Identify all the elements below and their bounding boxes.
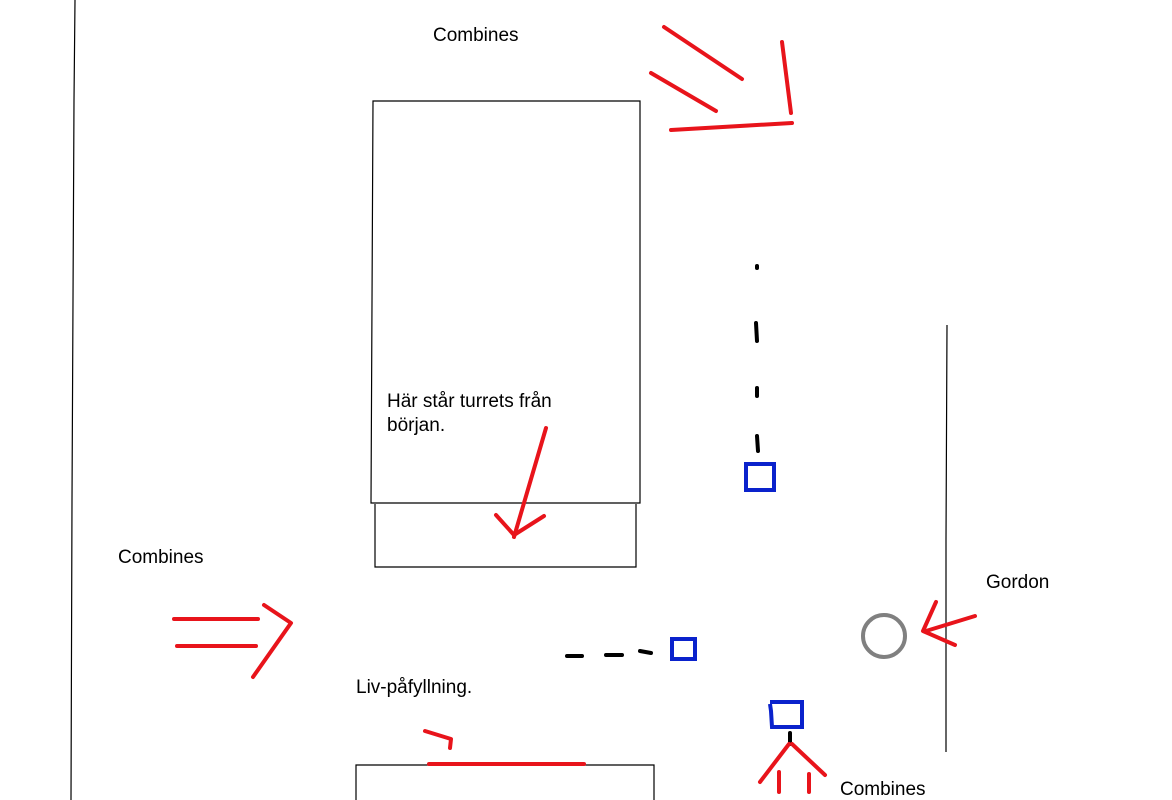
arrow-bottom-combines: [758, 742, 827, 794]
combines-left-label: Combines: [118, 547, 204, 568]
gordon-marker: [861, 613, 907, 659]
walls: [70, 0, 948, 800]
turret-square-middle: [670, 637, 697, 661]
refill-building: [355, 764, 655, 800]
vertical-dashed-path-3: [755, 434, 760, 453]
turret-paths: [565, 264, 792, 746]
turrets-start-label-line1: Här står turrets från: [387, 391, 552, 412]
refill-label: Liv-påfyllning.: [356, 677, 472, 698]
horizontal-dashed-path-3: [638, 649, 653, 655]
combines-bottom-label: Combines: [840, 779, 926, 800]
left-wall-line: [70, 0, 76, 800]
arrow-gordon: [921, 600, 977, 647]
arrow-refill: [423, 729, 586, 766]
vertical-dashed-path-1: [754, 321, 759, 343]
turrets: [670, 462, 804, 729]
turret-square-lower: [768, 700, 804, 729]
combines-top-label: Combines: [433, 25, 519, 46]
turret-square-upper: [744, 462, 776, 492]
arrow-left-combines: [172, 603, 293, 679]
arrows: [172, 25, 977, 794]
arrow-top-combines: [649, 25, 794, 132]
turret-alcove: [374, 504, 637, 568]
gordon-label: Gordon: [986, 572, 1049, 593]
turrets-start-label-line2: början.: [387, 415, 445, 436]
main-building: [370, 100, 641, 504]
arrow-turret-start: [494, 426, 548, 539]
labels: Combines Här står turrets från början. C…: [118, 25, 1049, 800]
right-wall-line: [945, 324, 948, 752]
